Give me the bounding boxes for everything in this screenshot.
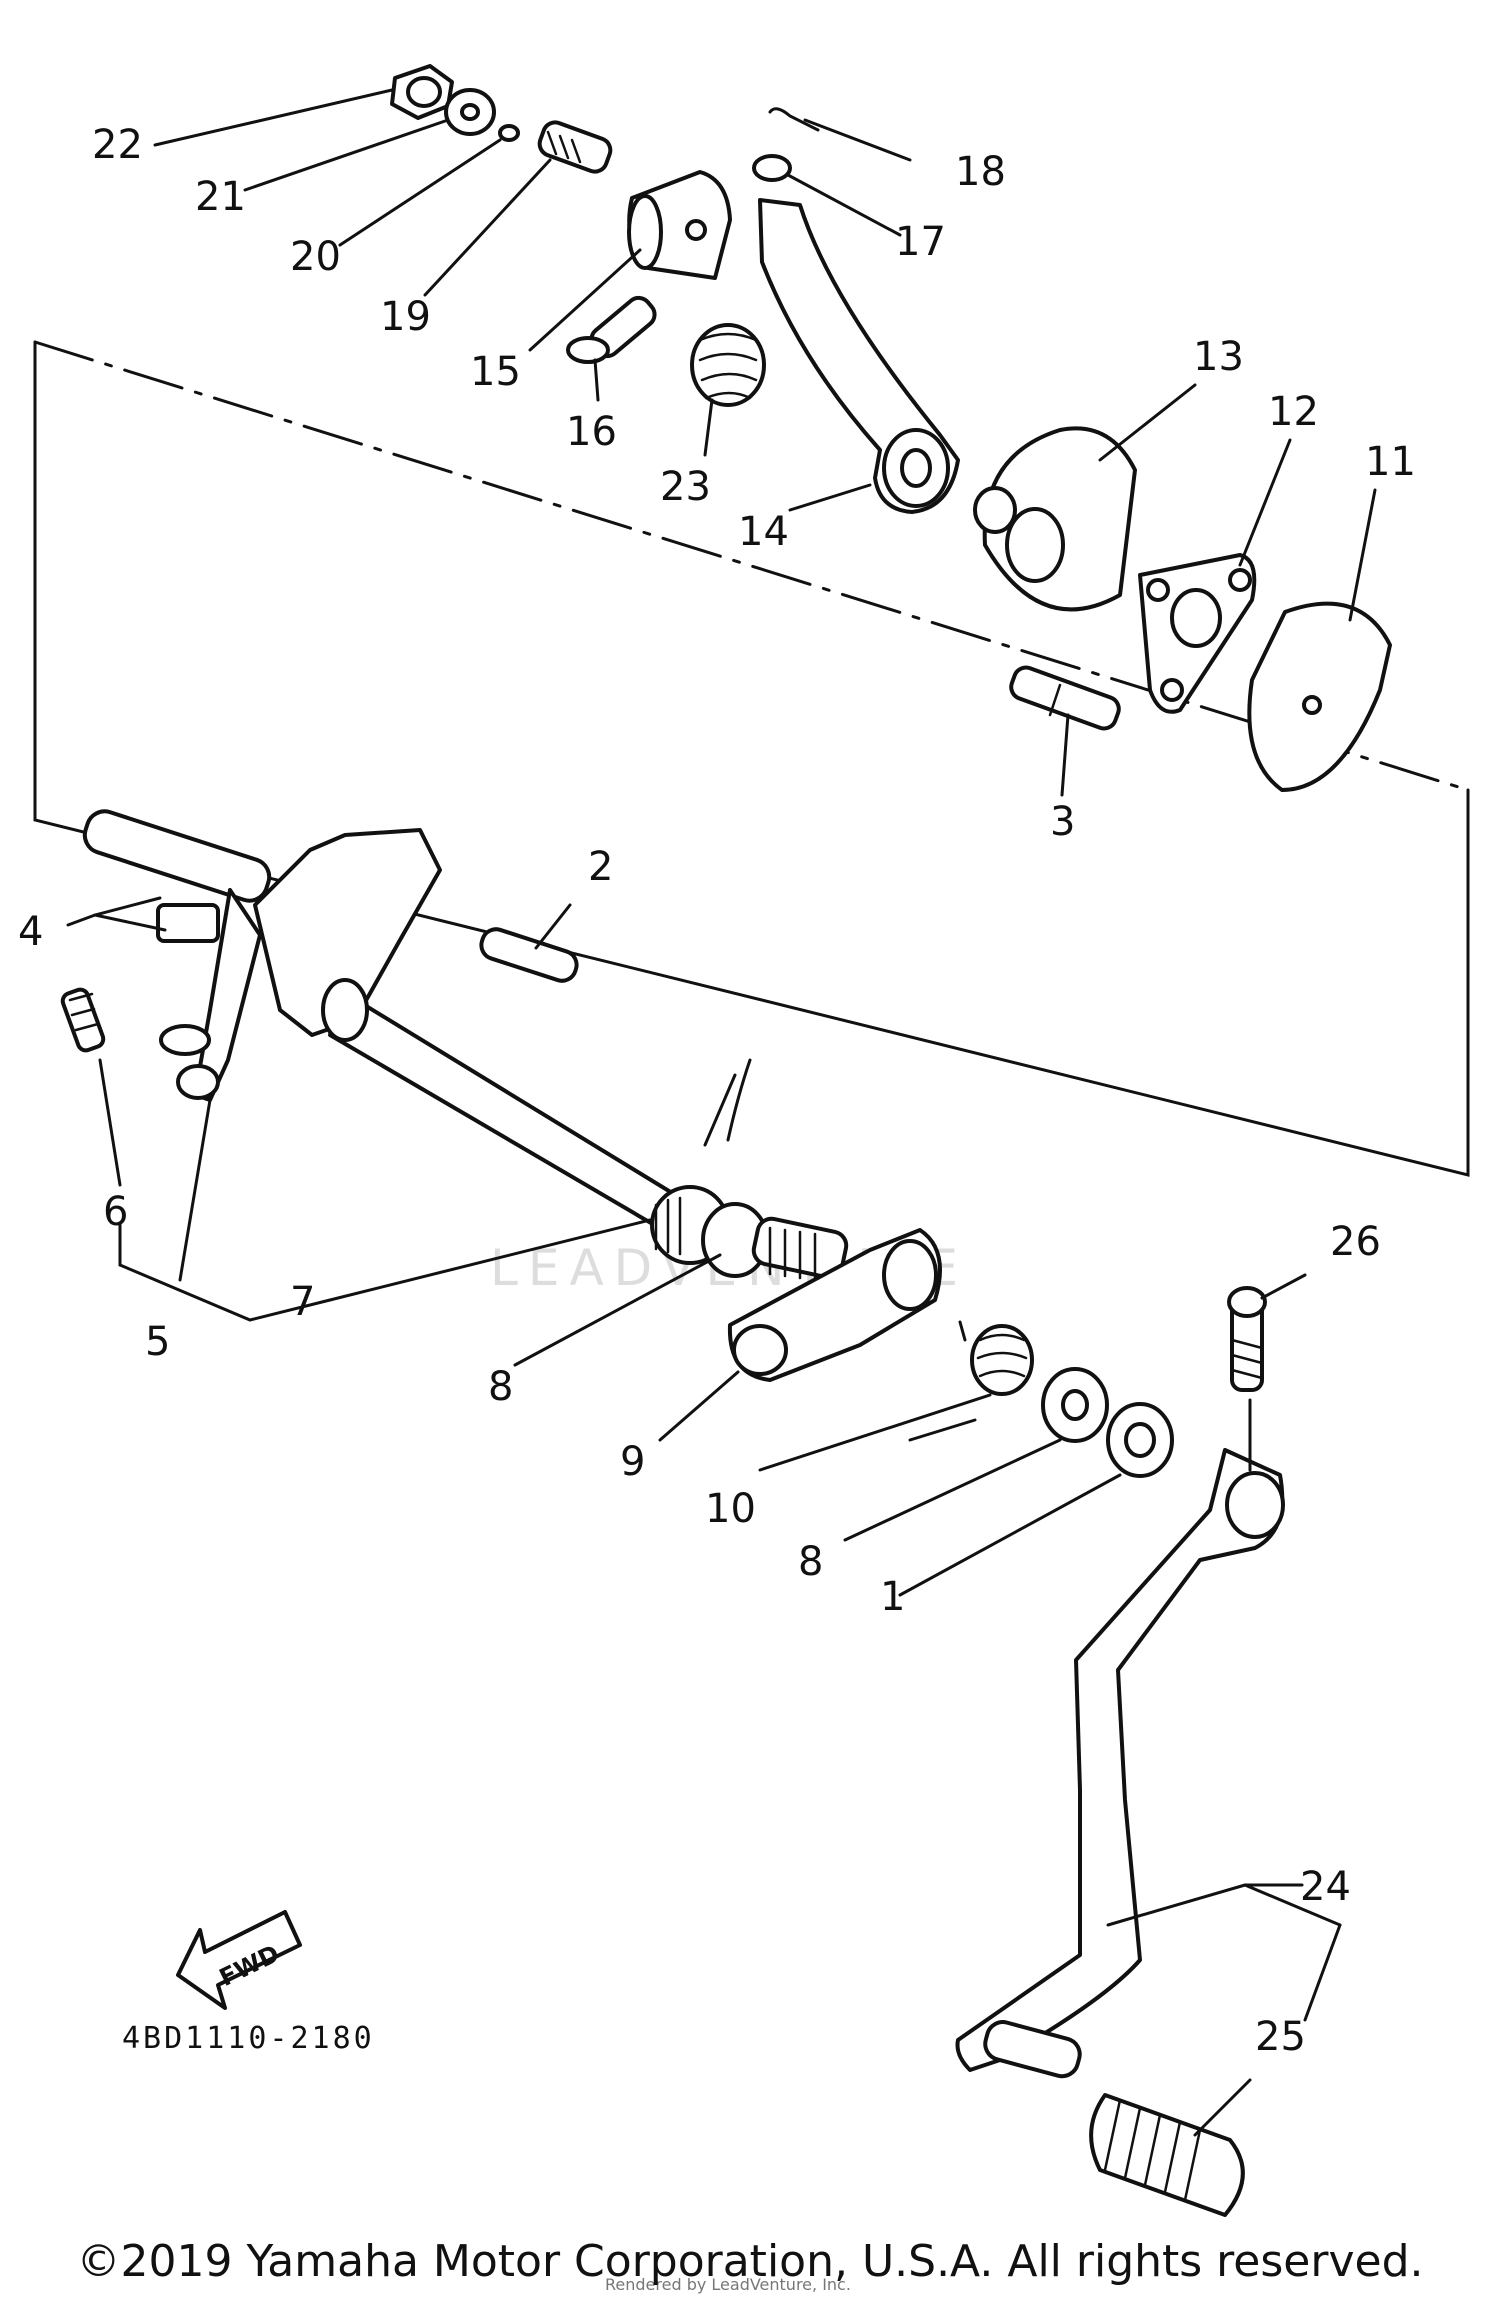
part-9-shift-arm (727, 1228, 942, 1382)
part-16-pin (566, 295, 657, 364)
callout-24: 24 (1300, 1864, 1351, 1910)
callout-26: 26 (1330, 1219, 1381, 1265)
callout-numbers: 1 2 3 4 5 6 7 8 8 9 10 11 12 13 14 15 16… (18, 122, 1416, 2060)
part-24-shift-pedal (955, 1448, 1285, 2079)
fwd-arrow-icon: FWD (176, 1910, 302, 2010)
part-7-shift-shaft (321, 978, 752, 1265)
callout-9: 9 (620, 1439, 645, 1485)
callout-8-lower: 8 (798, 1539, 823, 1585)
callout-17: 17 (895, 219, 946, 265)
callout-18: 18 (955, 149, 1006, 195)
callout-13: 13 (1193, 334, 1244, 380)
callout-1: 1 (880, 1574, 905, 1620)
callout-5: 5 (145, 1319, 170, 1365)
callout-16: 16 (566, 409, 617, 455)
part-10-spring (908, 1320, 1034, 1442)
drawing-code: 4BD1110-2180 (122, 2021, 375, 2056)
callout-3: 3 (1050, 799, 1075, 845)
callout-21: 21 (195, 174, 246, 220)
copyright-text: ©2019 Yamaha Motor Corporation, U.S.A. A… (76, 2236, 1424, 2287)
part-4-shift-lever-assembly (82, 809, 442, 1102)
assembly-frame (33, 340, 1470, 1177)
callout-14: 14 (738, 509, 789, 555)
part-15-cylinder (627, 170, 732, 280)
part-19-bolt (537, 120, 613, 174)
callout-10: 10 (705, 1486, 756, 1532)
part-14-shift-arm (758, 198, 960, 514)
callout-20: 20 (290, 234, 341, 280)
callout-7: 7 (290, 1279, 315, 1325)
rendered-by-text: Rendered by LeadVenture, Inc. (605, 2275, 851, 2294)
part-2-pin (479, 927, 579, 983)
callout-19: 19 (380, 294, 431, 340)
part-21-washer (444, 88, 496, 136)
part-1-collar (1106, 1402, 1174, 1478)
part-26-bolt (1227, 1286, 1267, 1392)
part-11-cover (1247, 601, 1392, 792)
callout-12: 12 (1268, 389, 1319, 435)
assembly-frame-top (33, 340, 1470, 792)
callout-4: 4 (18, 909, 43, 955)
part-6-spring (60, 987, 106, 1053)
part-13-segment-plate (973, 426, 1137, 612)
callout-22: 22 (92, 122, 143, 168)
part-17-clip (752, 154, 792, 182)
part-3-bolt (1009, 665, 1121, 731)
part-22-nut (390, 64, 454, 120)
callout-2: 2 (588, 844, 613, 890)
part-8-washer-lower (1041, 1367, 1109, 1443)
part-23-spring (690, 323, 766, 407)
callout-11: 11 (1365, 439, 1416, 485)
callout-15: 15 (470, 349, 521, 395)
part-7-splined-end (751, 1216, 849, 1282)
callout-6: 6 (103, 1189, 128, 1235)
part-18-cotter-pin (768, 107, 820, 132)
part-12-stopper-plate (1138, 553, 1257, 714)
callout-23: 23 (660, 464, 711, 510)
callout-25: 25 (1255, 2014, 1306, 2060)
part-25-pedal-rubber (1089, 2093, 1245, 2217)
callout-8-upper: 8 (488, 1364, 513, 1410)
part-20-ring (498, 124, 520, 142)
leader-lines (66, 88, 1377, 2137)
